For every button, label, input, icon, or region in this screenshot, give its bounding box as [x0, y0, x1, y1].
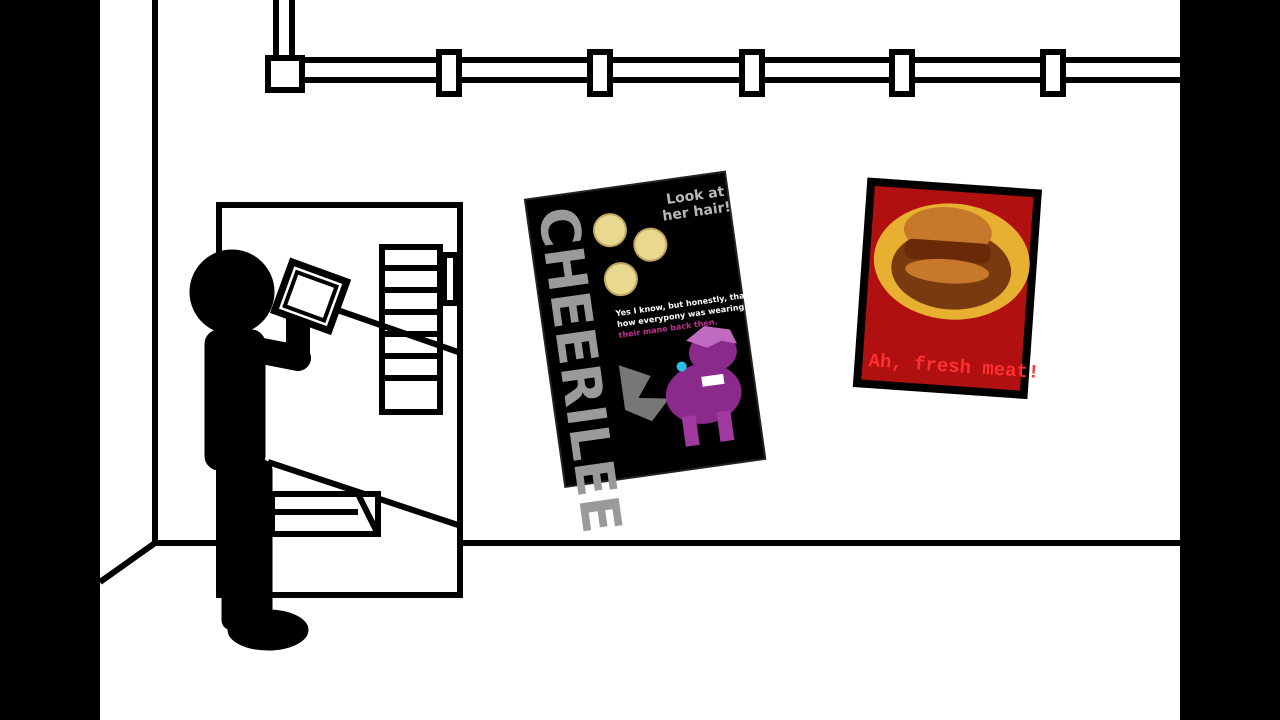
fridge-drawer [269, 491, 381, 537]
poster-pony-figure [618, 326, 742, 447]
fresh-meat-poster: Ah, fresh meat! [852, 177, 1043, 400]
letterbox-left [0, 0, 100, 720]
stick-figure-character [189, 249, 352, 651]
drink-cup [269, 257, 352, 336]
fridge-handle[interactable] [441, 252, 459, 306]
letterbox-right [1180, 0, 1280, 720]
burger-icon [903, 207, 992, 284]
character-head [189, 249, 275, 335]
poster-flowers [592, 213, 668, 297]
character-legs [221, 459, 273, 631]
cheerilee-poster: CHEERILEE Look at her hair! Yes I know, … [523, 170, 767, 537]
character-foot [227, 609, 309, 651]
ceiling-pipe [265, 0, 1180, 97]
